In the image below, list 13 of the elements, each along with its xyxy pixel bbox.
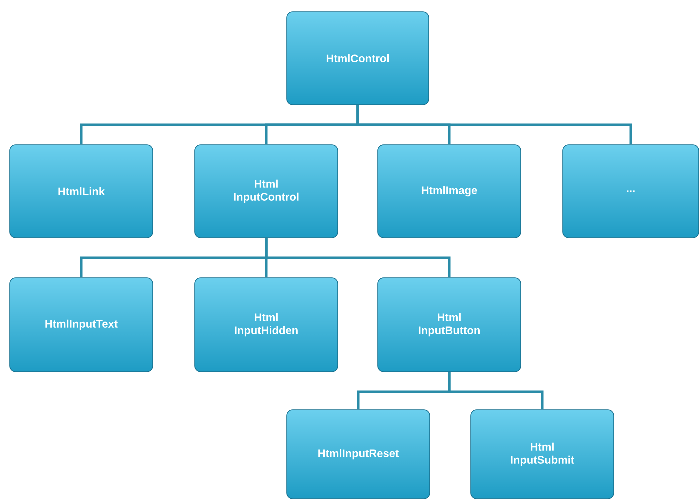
class-box: Html InputHidden	[194, 278, 338, 372]
class-box: Html InputButton	[378, 278, 522, 372]
class-box: HtmlLink	[10, 144, 154, 238]
connector-line	[265, 238, 451, 278]
class-box: Html InputControl	[194, 144, 338, 238]
connector-line	[448, 372, 544, 410]
class-box: HtmlInputReset	[286, 410, 430, 499]
class-box: HtmlControl	[286, 12, 430, 106]
class-box: HtmlInputText	[10, 278, 154, 372]
class-box: ...	[562, 144, 699, 238]
class-box: Html InputSubmit	[470, 410, 614, 499]
connector-line	[356, 105, 632, 145]
class-box: HtmlImage	[378, 144, 522, 238]
